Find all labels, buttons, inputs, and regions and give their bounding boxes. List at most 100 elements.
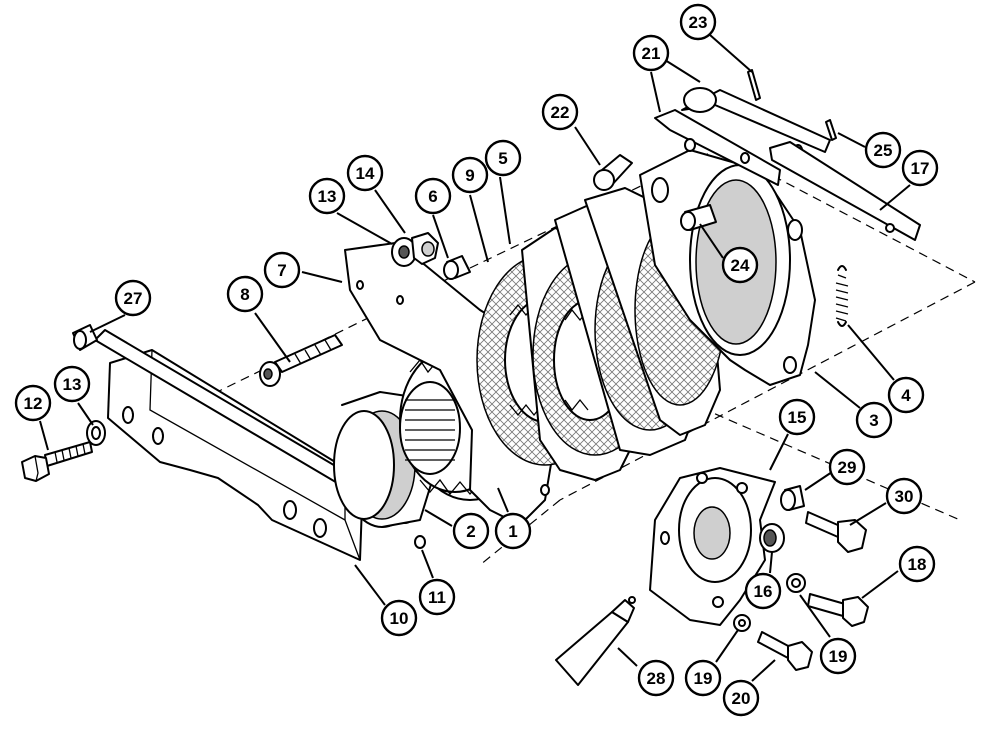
callout-circle <box>308 177 346 215</box>
callout-number: 13 <box>63 375 82 394</box>
callout-number: 6 <box>428 187 437 206</box>
callout-17: 17 <box>901 149 939 187</box>
callout-circle <box>263 251 301 289</box>
callout-circle <box>887 376 925 414</box>
part-washer-13-left <box>86 420 106 446</box>
callout-13: 13 <box>53 365 91 403</box>
callout-circle <box>901 149 939 187</box>
leader-lines <box>39 34 911 682</box>
callout-22: 22 <box>541 93 579 131</box>
callout-number: 8 <box>240 285 249 304</box>
part-o-ring <box>414 535 426 549</box>
callout-8: 8 <box>226 275 264 313</box>
callout-number: 28 <box>647 669 666 688</box>
part-spring-4 <box>835 265 849 327</box>
callout-21: 21 <box>632 34 670 72</box>
callout-6: 6 <box>414 177 452 215</box>
callout-number: 12 <box>24 394 43 413</box>
callout-circle <box>53 365 91 403</box>
callout-circle <box>346 154 384 192</box>
callout-circle <box>885 477 923 515</box>
callout-28: 28 <box>637 659 675 697</box>
callout-circle <box>721 246 759 284</box>
callout-circle <box>418 578 456 616</box>
callout-20: 20 <box>722 679 760 717</box>
callout-number: 19 <box>694 669 713 688</box>
part-bolt-12 <box>21 441 93 482</box>
callout-number: 27 <box>124 289 143 308</box>
callout-circle <box>451 156 489 194</box>
callout-number: 29 <box>838 458 857 477</box>
part-bushing-6 <box>443 255 471 280</box>
callout-circle <box>541 93 579 131</box>
callout-30: 30 <box>885 477 923 515</box>
callout-circle <box>380 599 418 637</box>
callout-number: 24 <box>731 256 750 275</box>
callout-number: 21 <box>642 44 661 63</box>
callout-12: 12 <box>14 384 52 422</box>
part-nut-14 <box>391 232 439 267</box>
callout-number: 4 <box>901 386 911 405</box>
callout-24: 24 <box>721 246 759 284</box>
part-bushing-29 <box>780 485 805 511</box>
callout-number: 23 <box>689 13 708 32</box>
callout-number: 30 <box>895 487 914 506</box>
part-cover-15 <box>649 467 776 626</box>
callout-circle <box>684 659 722 697</box>
part-cotter-pin-25 <box>825 119 837 141</box>
callout-number: 22 <box>551 103 570 122</box>
part-housing-bracket <box>107 349 363 561</box>
part-lever-bar-17 <box>769 141 921 241</box>
callout-circle <box>722 679 760 717</box>
callout-circle <box>679 3 717 41</box>
callout-27: 27 <box>114 279 152 317</box>
callout-1: 1 <box>494 512 532 550</box>
callout-5: 5 <box>484 139 522 177</box>
callout-7: 7 <box>263 251 301 289</box>
callout-circle <box>778 398 816 436</box>
callout-9: 9 <box>451 156 489 194</box>
part-sealant-tube-28 <box>555 596 636 686</box>
part-bolt-18 <box>807 593 869 627</box>
callout-number: 9 <box>465 166 474 185</box>
callout-16: 16 <box>744 572 782 610</box>
callout-11: 11 <box>418 578 456 616</box>
part-pin-22 <box>593 154 633 191</box>
callout-number: 16 <box>754 582 773 601</box>
callout-15: 15 <box>778 398 816 436</box>
callout-4: 4 <box>887 376 925 414</box>
part-lock-washer-19-lower <box>733 614 751 632</box>
callout-number: 14 <box>356 164 375 183</box>
callout-circle <box>632 34 670 72</box>
callout-number: 2 <box>466 522 475 541</box>
part-seal-16 <box>759 523 785 553</box>
callout-number: 7 <box>277 261 286 280</box>
callout-circle <box>819 637 857 675</box>
callout-circle <box>226 275 264 313</box>
callout-circle <box>414 177 452 215</box>
part-cotter-pin-23 <box>747 69 761 101</box>
callout-circle <box>452 512 490 550</box>
callout-circle <box>855 401 893 439</box>
callout-circle <box>484 139 522 177</box>
callout-13: 13 <box>308 177 346 215</box>
callout-circle <box>828 448 866 486</box>
part-pin-24 <box>680 204 717 231</box>
callout-18: 18 <box>898 545 936 583</box>
part-bolt-30 <box>805 511 867 553</box>
callout-circle <box>864 131 902 169</box>
callout-number: 19 <box>829 647 848 666</box>
callout-number: 13 <box>318 187 337 206</box>
callout-number: 1 <box>508 522 517 541</box>
callout-circle <box>494 512 532 550</box>
callout-number: 10 <box>390 609 409 628</box>
callout-number: 17 <box>911 159 930 178</box>
callout-25: 25 <box>864 131 902 169</box>
callout-number: 25 <box>874 141 893 160</box>
callout-10: 10 <box>380 599 418 637</box>
callout-number: 11 <box>428 588 446 607</box>
callout-19: 19 <box>684 659 722 697</box>
callout-23: 23 <box>679 3 717 41</box>
